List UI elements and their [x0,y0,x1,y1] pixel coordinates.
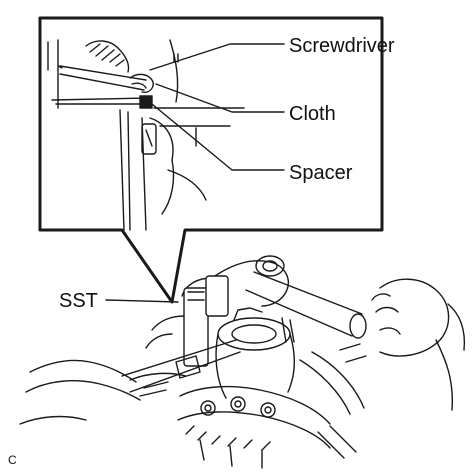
leader-screwdriver [149,43,285,71]
leader-spacer [151,103,285,171]
main-assembly [19,255,466,469]
callout-box [38,16,384,304]
screwdriver-label: Screwdriver [289,35,395,57]
spacer-label: Spacer [289,162,353,184]
sst-label: SST [59,290,98,312]
cloth-label: Cloth [289,103,336,125]
leader-cloth [155,83,285,113]
inset-detail [47,39,245,231]
leader-sst [105,299,179,303]
figure-code: C [8,453,17,467]
